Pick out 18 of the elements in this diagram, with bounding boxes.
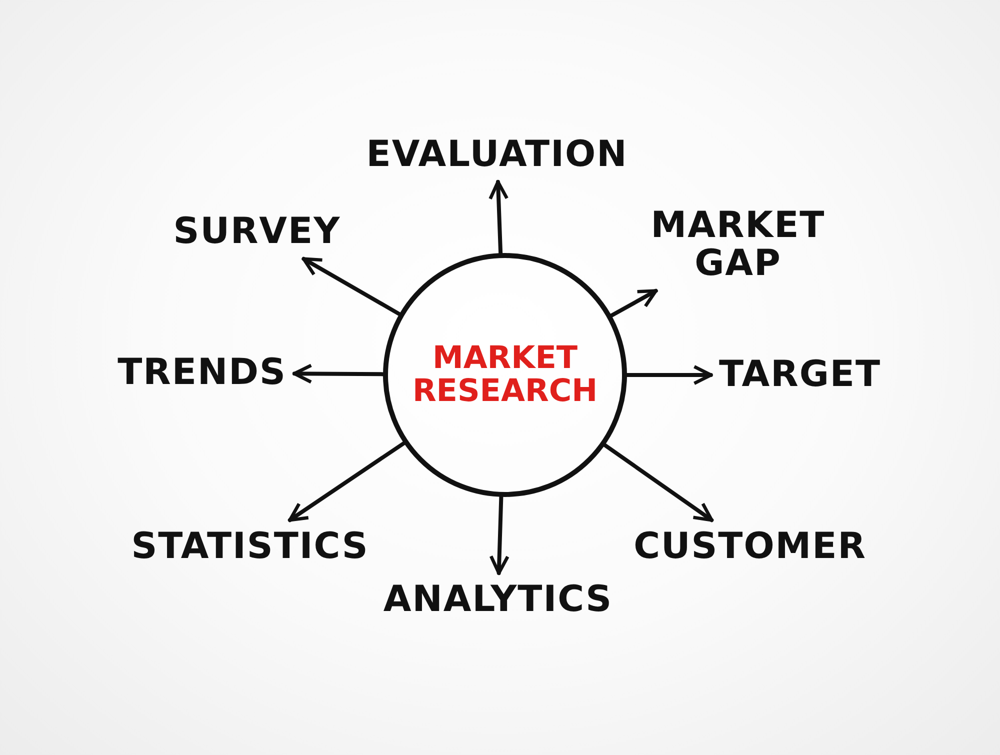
arrow [488, 180, 509, 256]
topic-circle [383, 253, 627, 497]
arrow [625, 365, 713, 385]
arrow [602, 443, 714, 522]
arrow [489, 494, 510, 576]
topic-label: TARGET [718, 356, 882, 394]
topic-title: MARKET RESEARCH [411, 342, 599, 408]
topic-label: EVALUATION [366, 136, 628, 174]
topic-label: MARKET GAP [650, 207, 826, 283]
arrow [610, 288, 658, 318]
topic-label: SURVEY [173, 213, 341, 251]
topic-label: CUSTOMER [634, 528, 866, 566]
topic-label: STATISTICS [131, 528, 369, 566]
arrow [292, 364, 385, 384]
arrow [302, 256, 402, 316]
topic-label: ANALYTICS [383, 581, 613, 619]
arrow [288, 441, 406, 522]
topic-label: TRENDS [118, 354, 286, 392]
